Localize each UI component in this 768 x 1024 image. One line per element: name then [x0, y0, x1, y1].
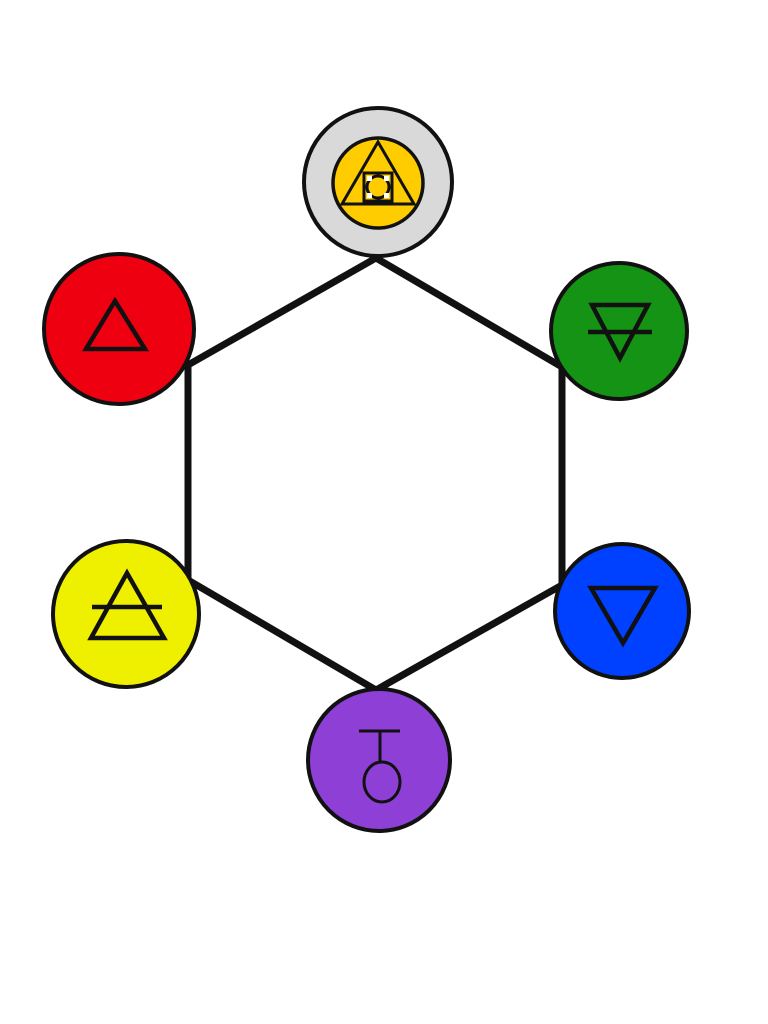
air-icon: [87, 568, 168, 641]
node-lower-right: [553, 542, 691, 680]
node-bottom: [306, 687, 452, 833]
hexagon-edge-top-right: [372, 254, 566, 371]
node-upper-left: [42, 252, 196, 406]
node-lower-left-disc: [51, 539, 201, 689]
quintessence-icon: [331, 136, 425, 230]
node-upper-left-disc: [42, 252, 196, 406]
node-upper-right: [549, 261, 689, 401]
fire-icon: [82, 296, 150, 352]
earth-icon: [588, 302, 652, 363]
node-top: [302, 106, 454, 258]
hexagon-edge-bottom-right: [372, 581, 566, 694]
node-lower-left: [51, 539, 201, 689]
hexagon-edge-bottom-left: [184, 576, 380, 694]
hexagon-frame: [184, 254, 566, 694]
hexagon-edge-top-left: [184, 254, 380, 369]
water-icon: [587, 585, 659, 648]
node-lower-right-disc: [553, 542, 691, 680]
aether-icon: [359, 729, 402, 804]
quintessence-center-dot: [365, 174, 391, 200]
